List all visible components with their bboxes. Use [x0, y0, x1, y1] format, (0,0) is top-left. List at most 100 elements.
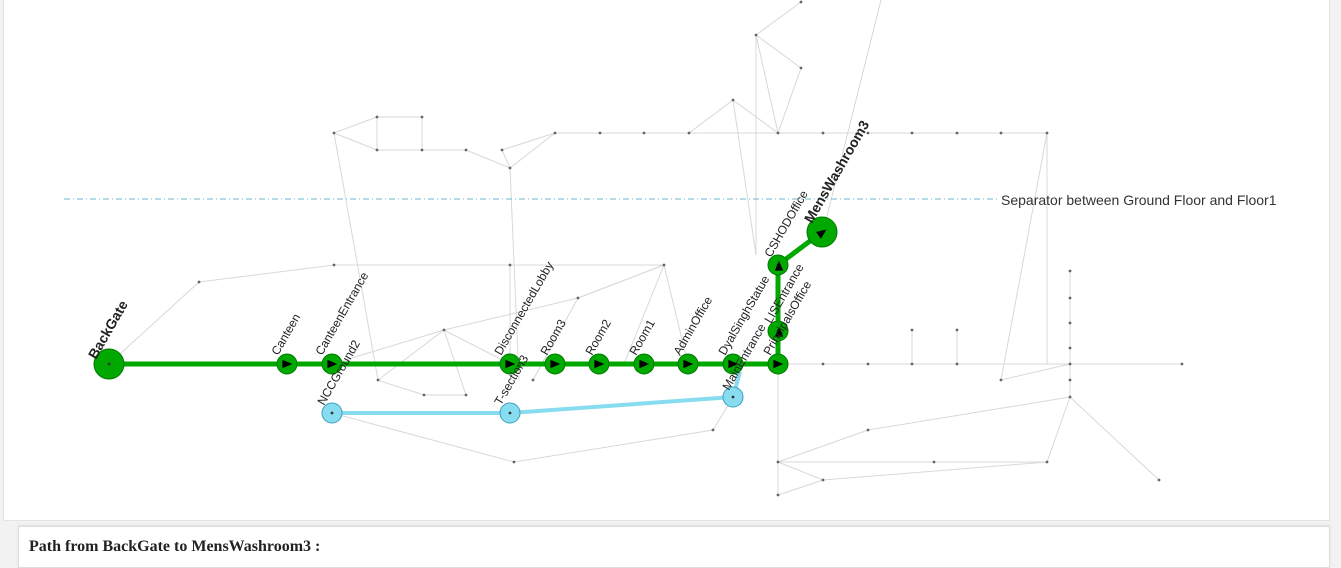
path-arrow [816, 229, 827, 239]
graph-node-dot [1068, 346, 1072, 350]
graph-node-dot [910, 131, 914, 135]
graph-node-dot [955, 328, 959, 332]
path-arrow [773, 359, 784, 369]
graph-node-dot [420, 148, 424, 152]
graph-edge [777, 462, 824, 496]
path-nodes [93, 216, 838, 424]
graph-edge [663, 264, 689, 365]
node-label-room1: Room1 [626, 317, 658, 358]
graph-node-dot [531, 378, 535, 382]
graph-node-dot [508, 263, 512, 267]
node-center-dot [107, 362, 111, 366]
node-center-dot [330, 411, 334, 415]
graph-node-dot [1068, 395, 1072, 399]
graph-node-dot [799, 0, 803, 4]
graph-node-dot [1045, 131, 1049, 135]
minor-nodes [197, 0, 1184, 497]
graph-node-dot [376, 378, 380, 382]
graph-node-dot [375, 148, 379, 152]
path-arrow [550, 359, 561, 369]
graph-edge [1000, 132, 1071, 381]
node-main-entrance[interactable] [722, 386, 744, 408]
node-label-mens-washroom3: MensWashroom3 [801, 117, 873, 225]
graph-node-dot [1068, 296, 1072, 300]
graph-edge [732, 99, 757, 256]
graph-node-dot [776, 131, 780, 135]
path-arrow [505, 359, 516, 369]
graph-node-dot [1068, 362, 1072, 366]
graph-node-dot [332, 131, 336, 135]
alt-path-edge [509, 395, 734, 415]
graph-node-dot [955, 362, 959, 366]
graph-node-dot [464, 393, 468, 397]
graph-node-dot [420, 115, 424, 119]
graph-edge [777, 364, 1160, 481]
node-center-dot [731, 395, 735, 399]
graph-node-dot [711, 428, 715, 432]
graph-node-dot [731, 98, 735, 102]
path-arrow [282, 359, 293, 369]
graph-edge [377, 149, 511, 169]
campus-graph[interactable]: Separator between Ground Floor and Floor… [4, 0, 1329, 520]
graph-node-dot [422, 393, 426, 397]
graph-node-dot [776, 460, 780, 464]
node-label-room3: Room3 [537, 317, 569, 358]
node-label-room2: Room2 [582, 317, 614, 358]
graph-node-dot [866, 131, 870, 135]
graph-edge [777, 461, 1048, 481]
graph-node-dot [576, 296, 580, 300]
node-backgate[interactable] [93, 348, 125, 380]
graph-edge [755, 34, 802, 134]
graph-node-dot [375, 115, 379, 119]
graph-canvas[interactable]: Separator between Ground Floor and Floor… [3, 0, 1330, 521]
node-label-admin-office: AdminOffice [670, 294, 715, 358]
graph-node-dot [866, 362, 870, 366]
alternate-path [332, 371, 742, 415]
graph-node-dot [1180, 362, 1184, 366]
graph-node-dot [1068, 269, 1072, 273]
node-label-canteen: Canteen [268, 311, 303, 357]
shortest-path [109, 230, 824, 367]
graph-node-dot [1045, 460, 1049, 464]
graph-node-dot [197, 280, 201, 284]
graph-node-dot [662, 263, 666, 267]
node-center-dot [508, 411, 512, 415]
graph-node-dot [332, 263, 336, 267]
graph-edge [501, 132, 556, 151]
path-arrow [774, 326, 784, 337]
graph-node-dot [821, 131, 825, 135]
graph-node-dot [553, 131, 557, 135]
path-arrow [594, 359, 605, 369]
graph-node-dot [1068, 321, 1072, 325]
graph-node-dot [910, 328, 914, 332]
graph-node-dot [866, 428, 870, 432]
graph-node-dot [464, 148, 468, 152]
graph-node-dot [799, 66, 803, 70]
graph-edge [755, 1, 802, 36]
graph-node-dot [999, 378, 1003, 382]
path-arrow [639, 359, 650, 369]
graph-edge [532, 264, 665, 381]
graph-edge [108, 264, 665, 365]
path-arrow [327, 359, 338, 369]
graph-edge [755, 34, 779, 134]
graph-node-dot [598, 131, 602, 135]
graph-edge [822, 0, 882, 233]
graph-edge [333, 116, 423, 151]
graph-node-dot [508, 166, 512, 170]
result-title: Path from BackGate to MensWashroom3 : [29, 538, 321, 555]
graph-node-dot [642, 131, 646, 135]
path-arrow [683, 359, 694, 369]
path-arrow [728, 359, 739, 369]
node-ncc-ground2[interactable] [321, 402, 343, 424]
graph-node-dot [500, 148, 504, 152]
graph-edge [509, 167, 520, 381]
node-t-section3[interactable] [499, 402, 521, 424]
background-edges [108, 0, 1182, 496]
graph-node-dot [955, 131, 959, 135]
graph-node-dot [932, 460, 936, 464]
result-panel: Path from BackGate to MensWashroom3 : [18, 526, 1330, 568]
floor-separator-label: Separator between Ground Floor and Floor… [1001, 192, 1277, 208]
graph-node-dot [999, 131, 1003, 135]
graph-node-dot [1068, 378, 1072, 382]
